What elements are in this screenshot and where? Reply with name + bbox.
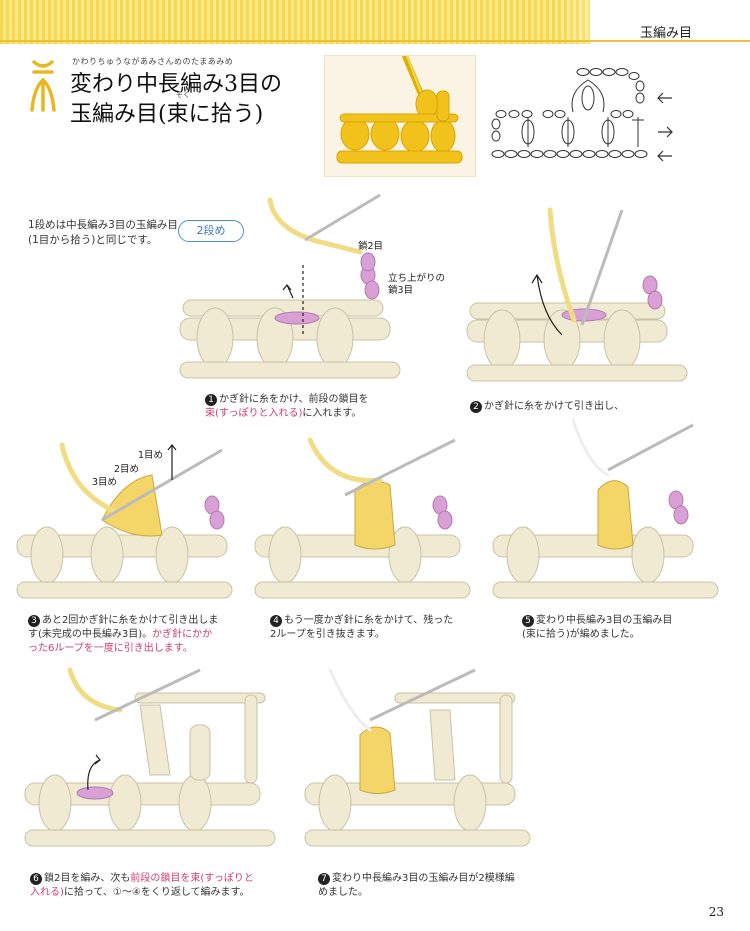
label-third: 3目め [92,477,118,488]
step-3-illustration [12,440,247,610]
label-turning-chain-line1: 立ち上がりの [388,273,446,284]
title-ruby: かわりちゅうながあみさんめのたまあみめ [72,57,234,66]
swatch-photo [324,53,476,177]
intro-text: 1段めは中長編み3目の玉編み目(1目から拾う)と同じです。 [28,219,178,246]
round-badge: 2段め [178,220,244,242]
step-1-illustration [175,190,415,390]
title-ruby-soku: そく [176,91,190,99]
page-title-line1: 変わり中長編み3目の [70,72,282,97]
step-7-illustration [300,665,535,860]
label-turning-chain-line2: 鎖3目 [388,285,414,296]
label-chain-2: 鎖2目 [358,241,384,252]
stitch-chart [491,68,673,162]
step-6-illustration [20,665,285,860]
page-title-line2: 玉編み目(束に拾う) [70,102,264,127]
page-number: 23 [708,905,724,919]
step-2-illustration [462,205,702,390]
label-second: 2目め [114,464,140,475]
step-4-illustration [250,435,480,610]
section-label: 玉編み目 [639,26,692,41]
label-first: 1目め [138,450,164,461]
stitch-symbol-icon [30,60,56,112]
header-rule [0,40,750,42]
step-5-illustration [488,415,723,610]
header-stripe [0,0,750,44]
